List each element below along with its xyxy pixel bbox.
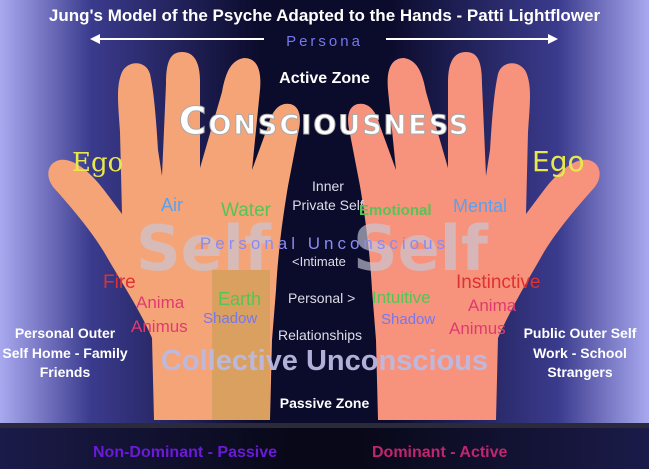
inner-private-self-label: Inner Private Self: [292, 178, 364, 213]
self-left-label: Self: [136, 212, 271, 285]
ego-left-label: Ego: [72, 148, 124, 178]
arrow-right-head: [548, 34, 558, 44]
instinctive-label: Instinctive: [456, 272, 541, 293]
air-label: Air: [161, 195, 183, 215]
personal-unconscious-label: Personal Unconscious: [199, 234, 450, 253]
anima-left-label: Anima: [136, 293, 185, 312]
ego-right-label: Ego: [532, 145, 585, 178]
water-label: Water: [221, 200, 271, 221]
non-dominant-label: Non-Dominant - Passive: [93, 444, 278, 461]
arrow-left-head: [90, 34, 100, 44]
fire-label: Fire: [103, 272, 136, 293]
personal-label: Personal >: [288, 290, 356, 306]
collective-unconscious-label: Collective Unconscious: [160, 345, 489, 377]
persona-label: Persona: [286, 33, 363, 50]
arrow-right-line: [386, 38, 550, 40]
diagram-title: Jung's Model of the Psyche Adapted to th…: [48, 6, 601, 25]
intuitive-label: Intuitive: [372, 288, 431, 307]
left-side-description: Personal Outer Self Home - Family Friend…: [2, 325, 128, 380]
passive-zone-label: Passive Zone: [279, 395, 370, 411]
mental-label: Mental: [453, 196, 508, 216]
animus-right-label: Animus: [449, 319, 506, 338]
right-side-description: Public Outer Self Work - School Stranger…: [523, 325, 637, 380]
anima-right-label: Anima: [468, 296, 517, 315]
arrow-left-line: [96, 38, 264, 40]
shadow-left-label: Shadow: [203, 310, 258, 327]
bottom-band: [0, 428, 649, 469]
active-zone-label: Active Zone: [279, 70, 370, 87]
floor-line: [0, 423, 649, 431]
left-hand: [48, 52, 300, 420]
self-right-label: Self: [353, 212, 488, 285]
earth-label: Earth: [218, 289, 262, 309]
animus-left-label: Animus: [131, 317, 188, 336]
relationships-label: Relationships: [278, 327, 363, 343]
dominant-label: Dominant - Active: [372, 444, 508, 461]
consciousness-label: Consciousness: [178, 99, 471, 143]
right-hand-outline: [348, 52, 600, 420]
shadow-right-label: Shadow: [381, 311, 436, 328]
emotional-label: Emotional: [359, 202, 432, 219]
right-hand: [348, 52, 600, 420]
left-palm-strip: [212, 270, 270, 420]
intimate-label: <Intimate: [292, 254, 346, 269]
